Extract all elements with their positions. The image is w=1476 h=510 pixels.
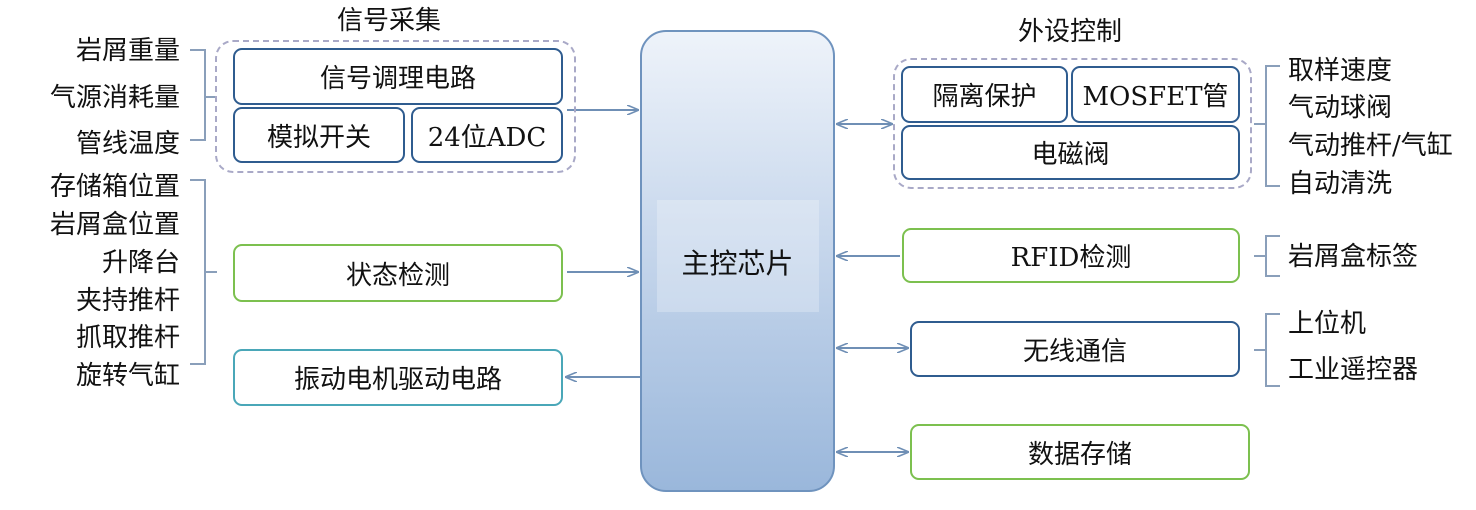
- signal-input: 气源消耗量: [49, 83, 180, 113]
- rfid-box: RFID检测: [902, 228, 1240, 283]
- chip-highlight: [657, 200, 819, 312]
- bracket-rfid-outputs: [1254, 235, 1280, 277]
- wireless-output: 工业遥控器: [1288, 355, 1419, 385]
- main-chip: [640, 30, 835, 492]
- status-input: 抓取推杆: [75, 323, 180, 353]
- status-detection-box: 状态检测: [233, 244, 563, 302]
- peripheral-group: [893, 58, 1252, 189]
- signal-conditioning-box: 信号调理电路: [233, 48, 563, 105]
- bracket-status-inputs: [190, 179, 217, 365]
- status-input: 存储箱位置: [49, 172, 180, 202]
- solenoid-box: 电磁阀: [901, 125, 1240, 180]
- mosfet-box: MOSFET管: [1071, 66, 1240, 123]
- isolation-box: 隔离保护: [901, 66, 1068, 123]
- peripheral-output: 自动清洗: [1288, 169, 1393, 199]
- status-input: 旋转气缸: [75, 361, 180, 391]
- bracket-signal-inputs: [190, 49, 217, 141]
- peripheral-output: 气动球阀: [1288, 93, 1393, 123]
- analog-switch-box: 模拟开关: [233, 107, 405, 163]
- bracket-peripheral-outputs: [1254, 65, 1280, 187]
- bracket-wireless-outputs: [1254, 313, 1280, 387]
- signal-group: [215, 40, 576, 173]
- peripheral-group-title: 外设控制: [1018, 17, 1123, 47]
- wireless-box: 无线通信: [910, 321, 1240, 377]
- signal-group-title: 信号采集: [337, 6, 442, 36]
- adc-box: 24位ADC: [411, 107, 563, 163]
- status-input: 夹持推杆: [75, 286, 180, 316]
- vibration-driver-box: 振动电机驱动电路: [233, 349, 563, 406]
- main-chip-label: 主控芯片: [681, 247, 794, 280]
- signal-input: 岩屑重量: [75, 36, 180, 66]
- peripheral-output: 取样速度: [1288, 56, 1393, 86]
- status-input: 岩屑盒位置: [49, 210, 180, 240]
- signal-input: 管线温度: [75, 129, 180, 159]
- data-storage-box: 数据存储: [910, 424, 1250, 480]
- rfid-output: 岩屑盒标签: [1288, 242, 1419, 272]
- status-input: 升降台: [101, 248, 180, 278]
- wireless-output: 上位机: [1288, 309, 1367, 339]
- peripheral-output: 气动推杆/气缸: [1288, 131, 1453, 161]
